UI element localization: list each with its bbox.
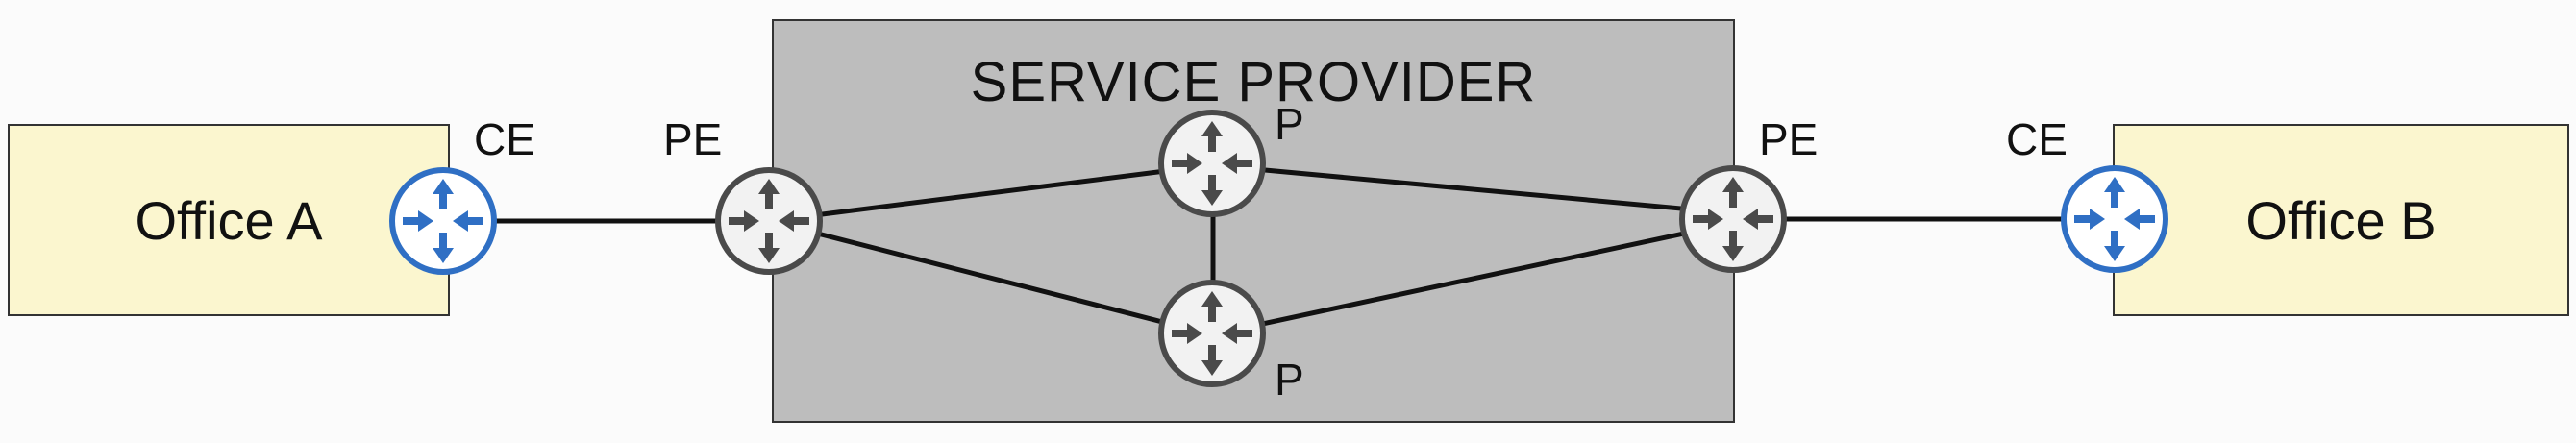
router-icon [1158,280,1266,387]
office-b-box: Office B [2113,124,2569,316]
office-a-box: Office A [8,124,450,316]
link-p-bottom-to-pe-right [1212,220,1734,337]
label-p-bottom: P [1275,355,1304,405]
label-pe-left: PE [663,114,723,164]
router-icon [2061,165,2168,273]
link-p-top-to-pe-right [1212,162,1734,216]
p-router-bottom [1156,278,1268,389]
ce-router-right [2059,163,2170,275]
pe-router-right [1677,163,1789,275]
label-ce-right: CE [2006,114,2068,164]
office-a-label: Office A [135,189,323,251]
ce-router-left [387,165,499,277]
router-icon [715,167,823,275]
office-b-label: Office B [2245,189,2437,251]
p-router-top [1156,108,1268,219]
label-p-top: P [1275,99,1304,149]
router-icon [1158,110,1266,217]
label-pe-right: PE [1759,114,1819,164]
service-provider-title: SERVICE PROVIDER [970,51,1537,113]
router-icon [1679,165,1787,273]
router-icon [389,167,497,275]
pe-router-left [713,165,825,277]
link-pe-left-to-p-bottom [768,218,1212,337]
label-ce-left: CE [474,114,535,164]
link-pe-left-to-p-top [768,162,1212,224]
